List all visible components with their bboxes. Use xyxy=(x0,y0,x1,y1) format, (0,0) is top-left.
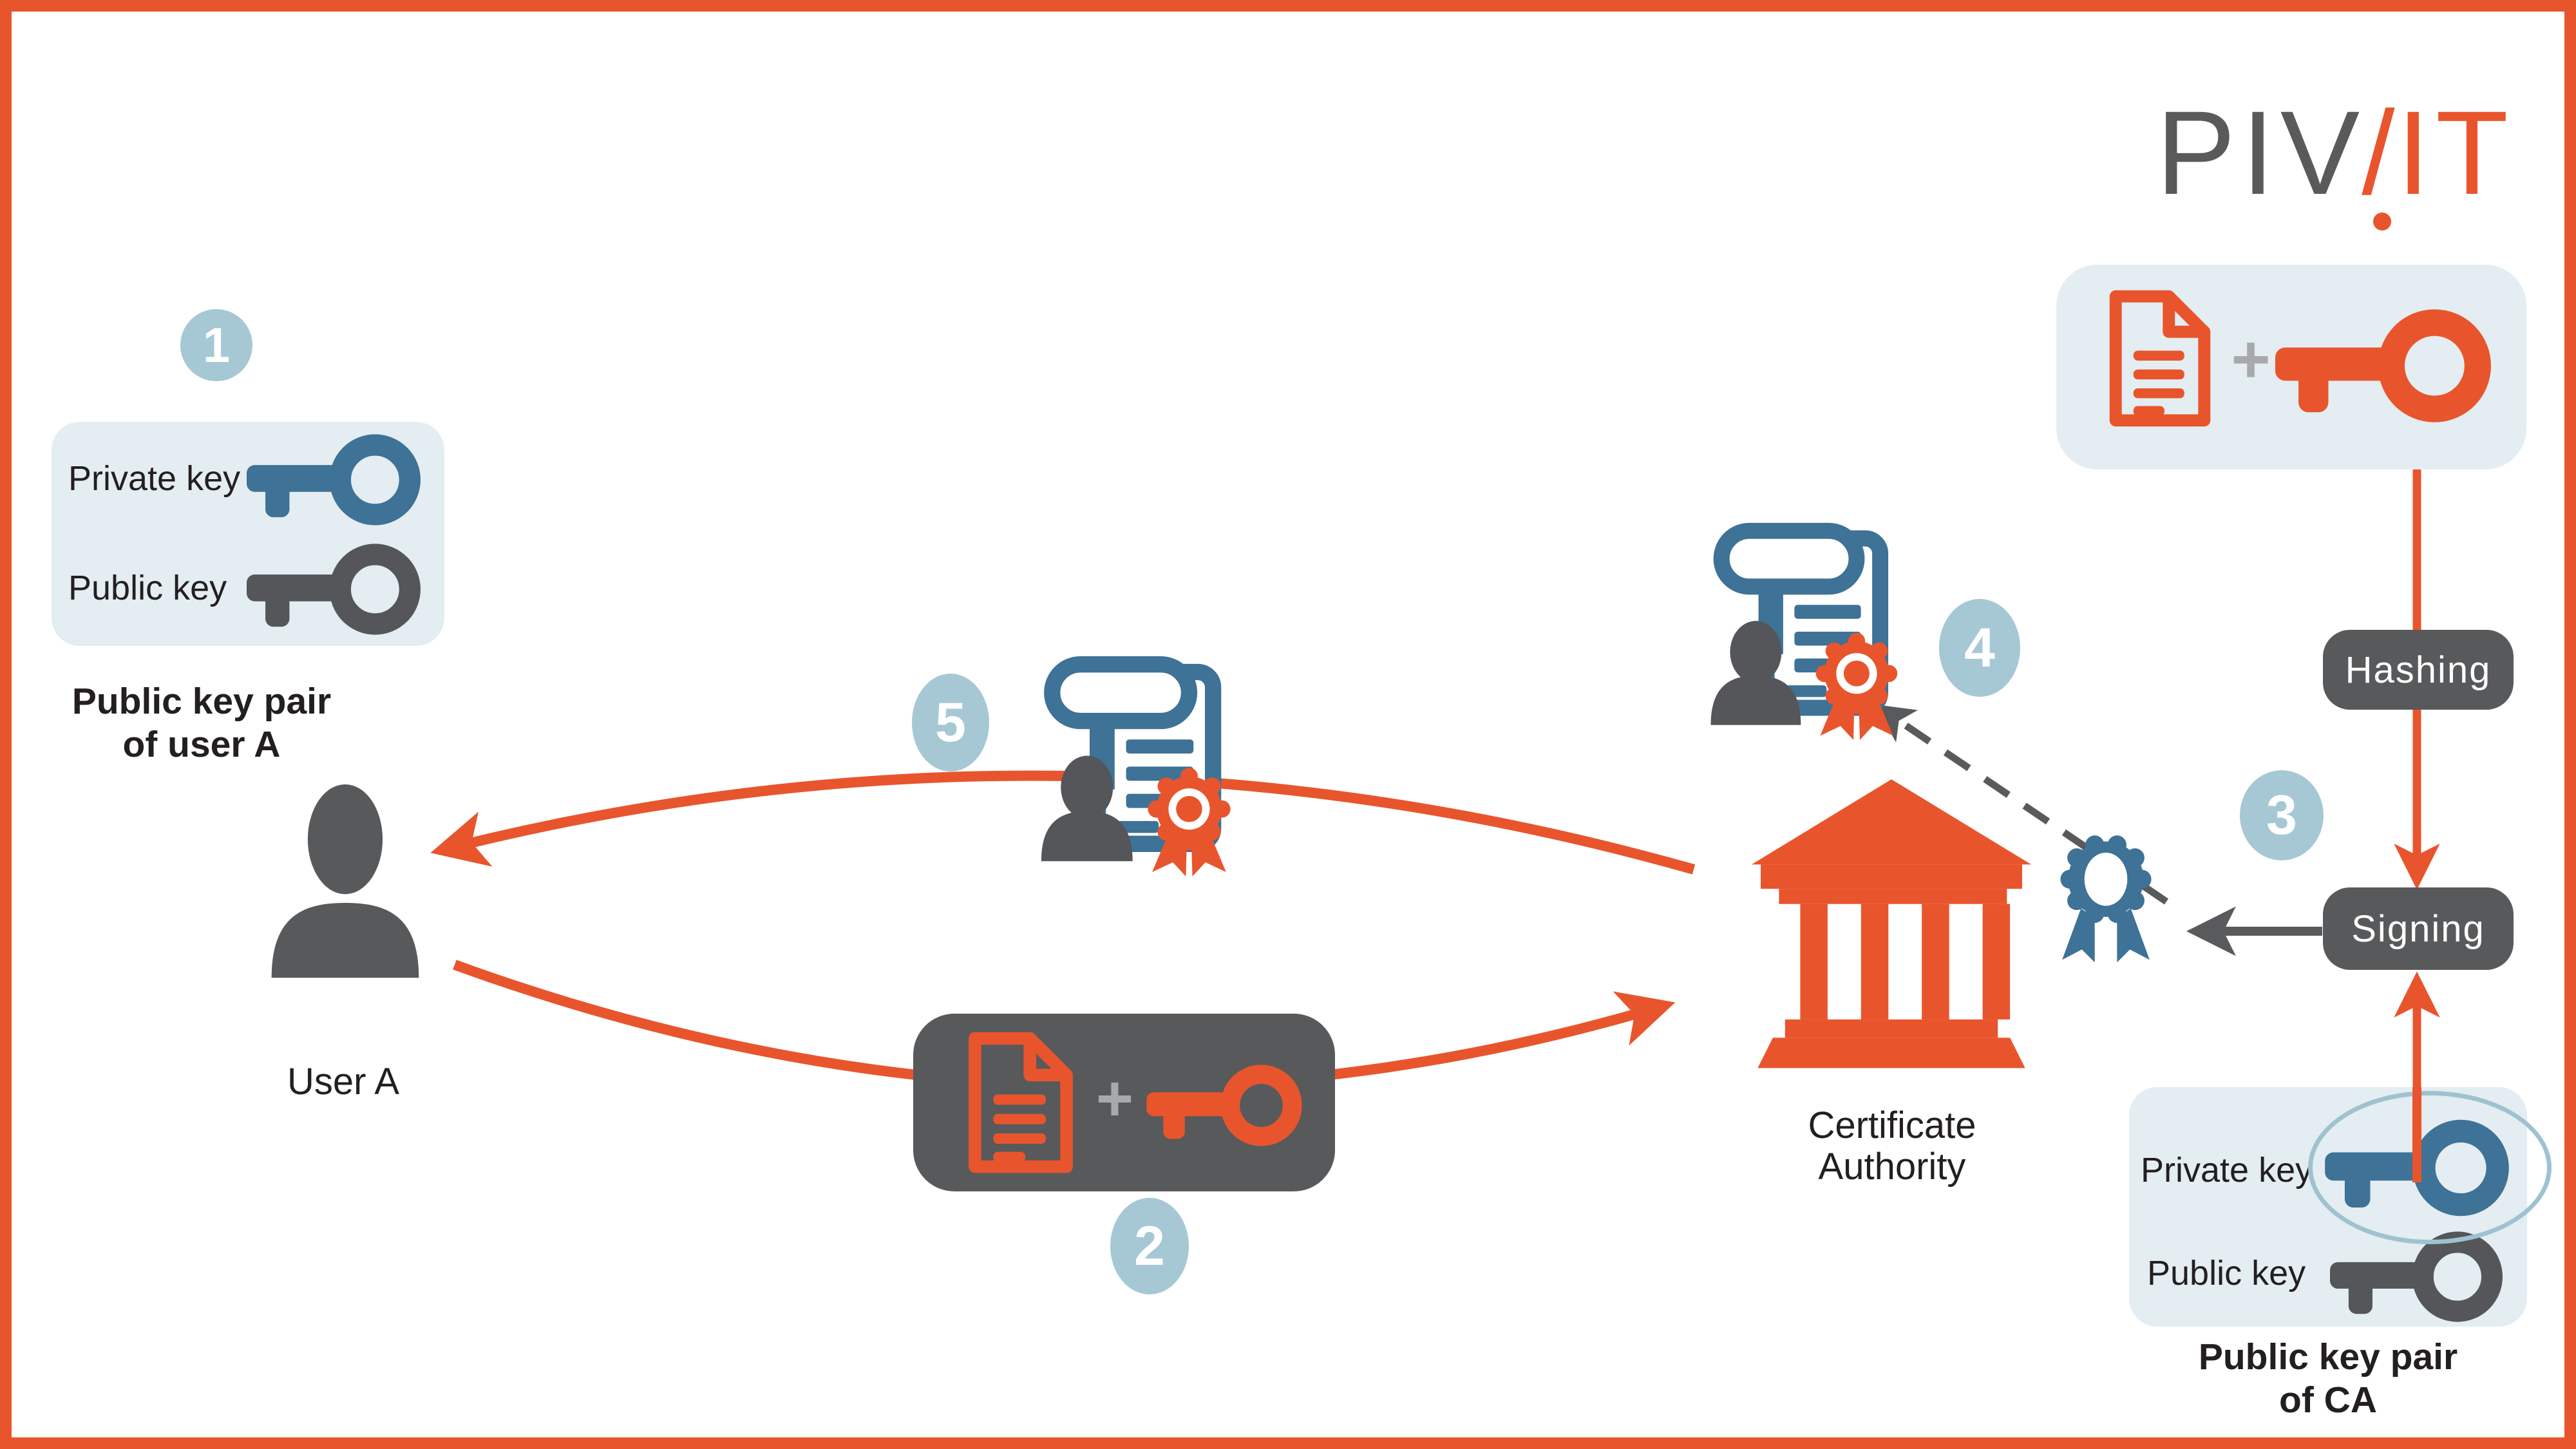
ca-private-key-label: Private key xyxy=(2141,1151,2313,1189)
logo-dot-icon xyxy=(2373,213,2392,231)
plus-icon-ca-input: + xyxy=(2231,322,2271,397)
logo-slash: / xyxy=(2362,94,2400,231)
certificate-icon-step4 xyxy=(1696,513,1921,743)
document-icon-request xyxy=(963,1030,1078,1175)
ca-public-key-label: Public key xyxy=(2147,1254,2306,1293)
certificate-icon-step5 xyxy=(1026,646,1255,880)
user-a-icon xyxy=(264,783,426,983)
ca-key-pair-caption: Public key pair of CA xyxy=(2198,1336,2458,1421)
step-badge-5: 5 xyxy=(912,674,989,772)
document-icon-ca-input xyxy=(2105,289,2215,428)
certificate-authority-icon xyxy=(1739,764,2043,1081)
logo-text-orange: IT xyxy=(2396,87,2514,220)
plus-icon-request: + xyxy=(1095,1063,1134,1135)
user-key-pair-caption: Public key pair of user A xyxy=(71,681,332,765)
key-icon-ca-input xyxy=(2275,303,2491,429)
logo-text-gray: PIV xyxy=(2156,87,2366,220)
user-private-key-icon xyxy=(247,429,421,531)
step-badge-1: 1 xyxy=(180,309,252,381)
line-private-key-to-signing xyxy=(2412,1087,2421,1182)
signing-box: Signing xyxy=(2323,887,2514,970)
user-a-label: User A xyxy=(287,1061,400,1103)
certificate-authority-label: Certificate Authority xyxy=(1808,1104,1976,1188)
key-icon-request xyxy=(1146,1060,1302,1151)
private-key-highlight-ring xyxy=(2308,1091,2552,1244)
step-badge-2: 2 xyxy=(1110,1198,1189,1294)
user-public-key-icon xyxy=(247,538,421,640)
signature-seal-icon xyxy=(2041,824,2170,987)
user-public-key-label: Public key xyxy=(68,569,227,607)
user-private-key-label: Private key xyxy=(68,459,241,498)
step-badge-4: 4 xyxy=(1939,599,2020,697)
hashing-box: Hashing xyxy=(2323,630,2514,710)
user-key-panel xyxy=(52,422,444,646)
pivit-logo: PIV/IT xyxy=(2156,87,2514,231)
step-badge-3: 3 xyxy=(2240,770,2324,860)
